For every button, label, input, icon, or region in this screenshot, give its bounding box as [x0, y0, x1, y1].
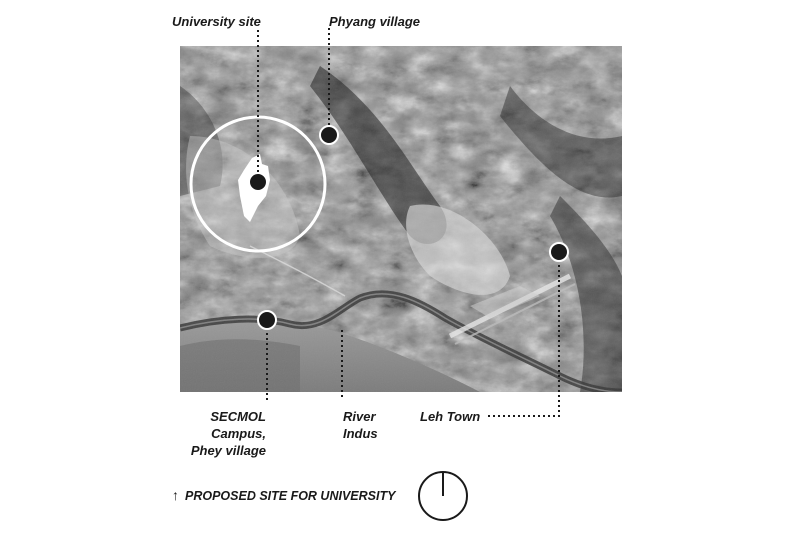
label-university-site: University site — [172, 14, 261, 29]
label-secmol-line1: SECMOL — [210, 409, 266, 424]
label-river-indus: River Indus — [343, 408, 378, 442]
label-phyang-village: Phyang village — [329, 14, 421, 29]
label-leh-town: Leh Town — [420, 409, 481, 424]
legend-text: PROPOSED SITE FOR UNIVERSITY — [185, 489, 396, 503]
terrain-image — [180, 46, 622, 392]
label-river-line1: River — [343, 409, 376, 424]
label-secmol-line2: Campus, — [211, 426, 266, 441]
legend-caption: ↑ PROPOSED SITE FOR UNIVERSITY — [172, 487, 395, 503]
label-river-line2: Indus — [343, 426, 378, 441]
satellite-map — [180, 46, 622, 392]
north-indicator-icon — [418, 471, 468, 521]
label-secmol: SECMOL Campus, Phey village — [190, 408, 266, 459]
label-secmol-line3: Phey village — [190, 443, 266, 458]
up-arrow-icon: ↑ — [172, 487, 179, 503]
